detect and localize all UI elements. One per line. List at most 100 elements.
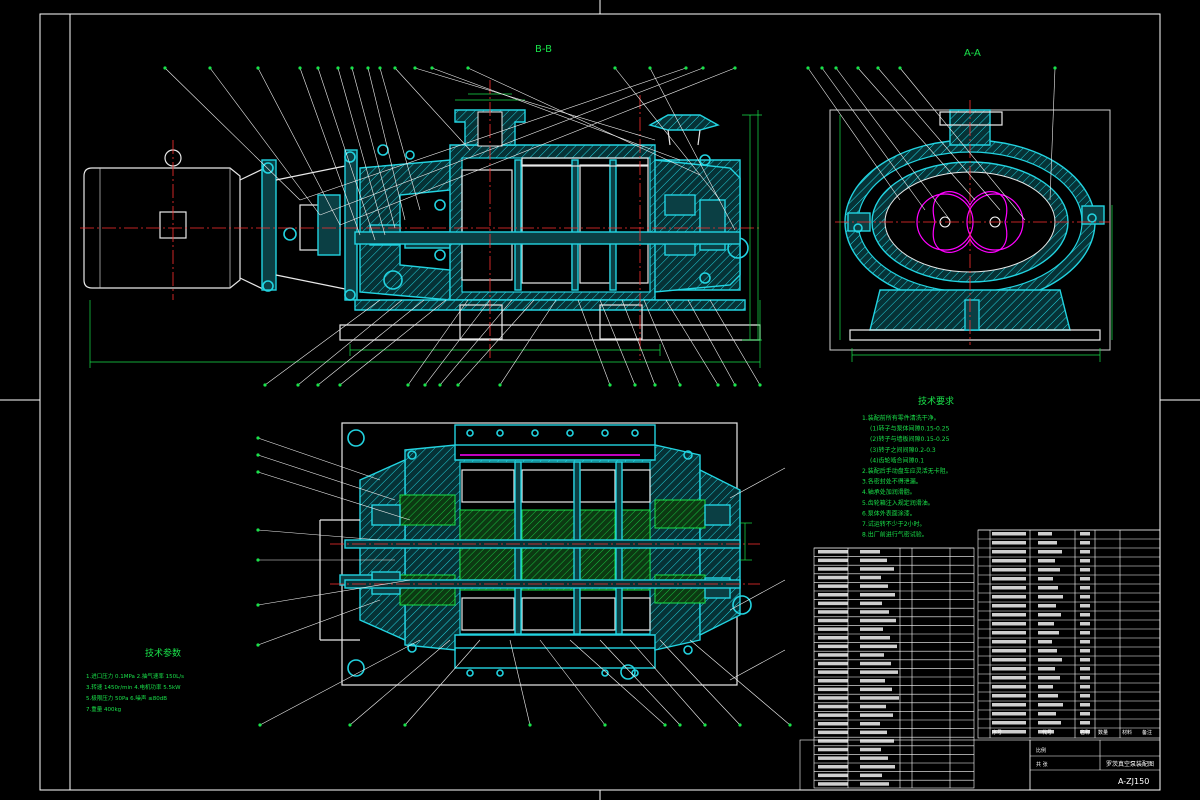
leader-line [257, 529, 381, 541]
leader-line [729, 649, 786, 681]
tech-parameters-title: 技术参数 [145, 647, 181, 659]
leader-line [599, 299, 636, 386]
tech-line: (1)转子与泵体间隙0.15-0.25 [870, 425, 950, 433]
leader-line [164, 67, 301, 201]
bom-header-cell: 名称 [1080, 729, 1090, 736]
parameter-line: 1.进口压力 0.1MPa 2.抽气速率 150L/s [86, 672, 184, 680]
leader-tick [423, 383, 427, 387]
leader-tick [684, 66, 688, 70]
leader-tick [350, 66, 354, 70]
sheet-label: 共 张 [1036, 761, 1048, 768]
leader-line [297, 299, 403, 386]
tech-line: 7.试运转不少于2小时。 [862, 520, 926, 528]
leader-line [319, 67, 704, 216]
leader-tick [678, 723, 682, 727]
leader-line [614, 67, 721, 201]
leader-line [424, 299, 491, 386]
leader-tick [633, 383, 637, 387]
coupling-housing [275, 149, 358, 301]
leader-tick [498, 383, 502, 387]
leader-tick [258, 723, 262, 727]
leader-tick [316, 383, 320, 387]
leader-tick [263, 383, 267, 387]
leader-tick [336, 66, 340, 70]
leader-line [317, 67, 376, 241]
leader-tick [406, 383, 410, 387]
leader-line [257, 454, 396, 501]
leader-tick [701, 66, 705, 70]
motor [83, 149, 277, 292]
section-label-bb: B-B [535, 44, 552, 55]
leader-line [821, 67, 926, 211]
leader-line [877, 67, 1001, 211]
leader-tick [256, 436, 260, 440]
leader-tick [393, 66, 397, 70]
leader-line [665, 299, 719, 386]
leader-line [257, 67, 341, 226]
leader-tick [413, 66, 417, 70]
bom-header-cell: 数量 [1098, 729, 1108, 736]
tech-line: 1.装配前所有零件清洗干净。 [862, 414, 940, 422]
leader-line [467, 67, 701, 176]
leader-tick [256, 603, 260, 607]
leader-tick [298, 66, 302, 70]
leader-tick [256, 453, 260, 457]
leader-line [317, 299, 425, 386]
plan-bolt-holes [466, 429, 639, 680]
leader-tick [316, 66, 320, 70]
pump-body [339, 93, 761, 341]
leader-tick [296, 383, 300, 387]
leader-line [1049, 67, 1056, 201]
leader-tick [834, 66, 838, 70]
leader-line [299, 67, 687, 201]
side-section-view [829, 100, 1113, 362]
left-end-cover [359, 144, 451, 301]
tech-line: 2.装配后手动盘车应灵活无卡阻。 [862, 467, 952, 475]
front-section-view [80, 80, 762, 368]
leader-line [689, 639, 791, 726]
tech-line: 8.出厂前进行气密试验。 [862, 531, 928, 539]
leader-line [257, 599, 381, 646]
tech-line: 3.各密封处不得泄漏。 [862, 478, 922, 486]
leader-tick [758, 383, 762, 387]
bom-header-cell: 序号 [992, 729, 1002, 736]
leader-line [439, 299, 513, 386]
leader-line [599, 639, 681, 726]
leader-line [729, 579, 786, 611]
leader-line [257, 437, 381, 481]
leader-line [414, 67, 656, 141]
leader-line [351, 67, 396, 229]
leader-tick [898, 66, 902, 70]
drawing-number: A-ZJ150 [1118, 777, 1149, 786]
section-label-aa: A-A [964, 48, 981, 59]
tech-line: 6.泵体外表面涂漆。 [862, 509, 916, 517]
leader-tick [608, 383, 612, 387]
leader-line [807, 67, 901, 201]
tech-line: (4)齿轮啮合间隙0.1 [870, 456, 924, 464]
leader-line [857, 67, 976, 201]
title-block: 罗茨真空泵装配图 A-ZJ150 比例 共 张 [799, 739, 1161, 791]
leader-tick [820, 66, 824, 70]
leader-tick [788, 723, 792, 727]
leader-tick [438, 383, 442, 387]
leader-line [259, 639, 421, 726]
leader-tick [613, 66, 617, 70]
leader-line [569, 639, 666, 726]
bom-header-cell: 代号 [1042, 729, 1052, 736]
bill-of-materials: 序号代号名称数量材料备注 [813, 529, 1161, 789]
tech-parameter-lines: 1.进口压力 0.1MPa 2.抽气速率 150L/s3.转速 1450r/mi… [86, 672, 184, 713]
leader-line [649, 67, 736, 231]
leader-tick [603, 723, 607, 727]
leader-tick [366, 66, 370, 70]
leader-line [257, 471, 411, 521]
leader-tick [733, 383, 737, 387]
leader-line [379, 67, 421, 211]
leader-line [729, 467, 786, 499]
scale-label: 比例 [1036, 747, 1046, 754]
leader-line [299, 67, 361, 236]
part-leader-lines [163, 66, 1057, 727]
leader-line [709, 299, 761, 386]
